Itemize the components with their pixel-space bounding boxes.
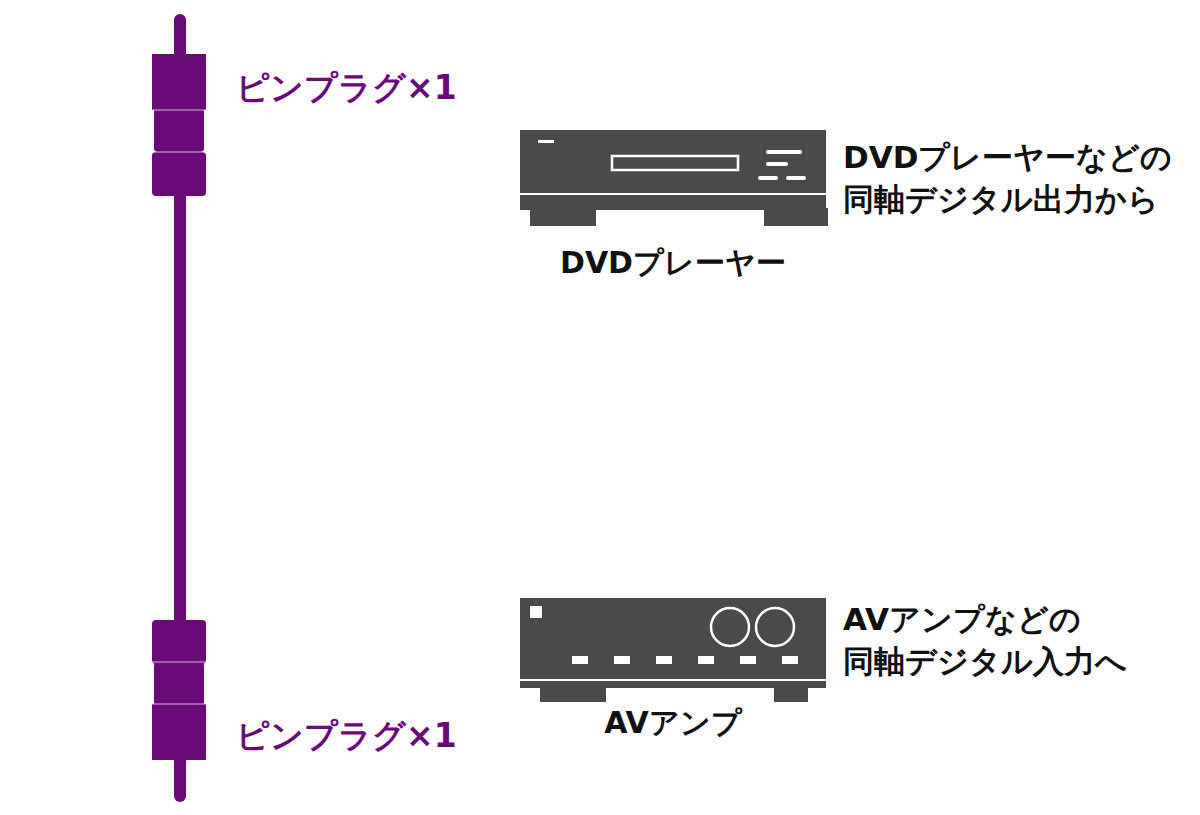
coaxial-cable <box>152 14 206 802</box>
destination-note: AVアンプなどの 同軸デジタル入力へ <box>843 598 1193 682</box>
part-label: ピンプラグ×1 <box>236 714 536 758</box>
device-name: AVアンプ <box>520 703 826 743</box>
part-label: ピンプラグ×1 <box>236 66 536 110</box>
source-note: DVDプレーヤーなどの 同軸デジタル出力から <box>843 136 1193 220</box>
dvd-player <box>520 130 828 226</box>
device-name: DVDプレーヤー <box>520 243 826 283</box>
av-amplifier <box>520 598 826 702</box>
